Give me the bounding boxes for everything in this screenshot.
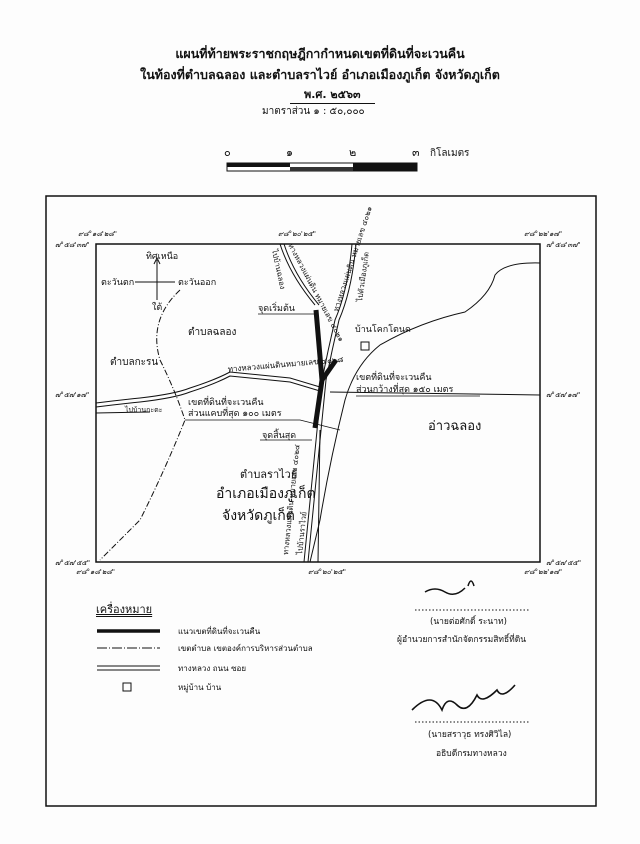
village-marker [360,341,370,351]
lon-mid-top: ๙๘°๒๐'๒๕" [278,230,316,238]
scale-tick-1: ๑ [286,146,293,159]
scale-bar: ๐ ๑ ๒ ๓ กิโลเมตร [224,146,470,172]
title-line2: ในท้องที่ตำบลฉลอง และตำบลราไวย์ อำเภอเมื… [140,67,500,82]
expropriation-boundary [312,309,339,429]
label-bay: อ่าวฉลอง [428,419,481,434]
legend-item-3: ทางหลวง ถนน ซอย [178,664,247,673]
label-to-kata: ไปบ้านกะตะ [124,405,163,414]
outer-frame [45,195,597,807]
lat-bottom-left: ๗°๕๗'๕๕" [55,559,90,567]
lon-right-top: ๙๘°๒๒'๑๗" [524,230,562,238]
signer-2-name: (นายสราวุธ ทรงศิวิไล) [428,730,512,740]
legend-item-1: แนวเขตที่ดินที่จะเวนคืน [178,627,261,636]
label-wide-2: ส่วนกว้างที่สุด ๑๕๐ เมตร [356,382,454,395]
label-district: อำเภอเมืองภูเก็ต [216,484,316,502]
compass-south: ใต้ [152,302,162,313]
scale-text: มาตราส่วน ๑ : ๕๐,๐๐๐ [262,106,365,117]
compass [135,256,175,300]
lon-right-bottom: ๙๘°๒๒'๑๗" [524,568,562,576]
lat-top-right: ๗°๕๘'๓๗" [546,241,581,249]
lon-mid-bottom: ๙๘°๒๐'๒๕" [308,568,346,576]
scale-unit: กิโลเมตร [430,146,470,159]
coastline [309,262,541,563]
signer-2-position: อธิบดีกรมทางหลวง [436,749,507,759]
roads [95,243,541,563]
label-wide-1: เขตที่ดินที่จะเวนคืน [356,370,432,383]
lon-left-bottom: ๙๘°๑๘'๒๘" [76,568,115,576]
lat-bottom-right: ๗°๕๗'๕๕" [546,559,581,567]
legend-item-2: เขตตำบล เขตองค์การบริหารส่วนตำบล [178,644,313,653]
legend-title: เครื่องหมาย [96,603,153,616]
label-end: จุดสิ้นสุด [262,428,296,441]
label-to-chalong: ไปบ้านฉลอง [270,248,288,291]
label-karon: ตำบลกะรน [110,357,158,368]
signature-2 [411,684,516,713]
signer-1-position: ผู้อำนวยการสำนักจัดกรรมสิทธิ์ที่ดิน [397,635,527,645]
label-start: จุดเริ่มต้น [258,301,295,314]
lat-top-left: ๗°๕๘'๓๗" [55,241,90,249]
signature-1 [424,580,475,595]
lat-mid-left: ๗°๕๗'๑๗" [55,391,89,399]
label-narrow-1: เขตที่ดินที่จะเวนคืน [188,395,264,408]
compass-east: ตะวันออก [178,278,216,288]
label-chalong: ตำบลฉลอง [188,327,237,338]
signer-1-name: (นายต่อศักดิ์ ระนาท) [430,617,507,627]
compass-north: ทิศเหนือ [146,251,178,262]
label-village: บ้านโคกโตนด [355,324,411,335]
scale-tick-3: ๓ [412,146,420,159]
legend-item-4: หมู่บ้าน บ้าน [178,683,222,692]
lat-mid-right: ๗°๕๗'๑๗" [546,391,580,399]
scale-tick-2: ๒ [349,146,356,159]
legend-square [122,682,132,692]
label-narrow-2: ส่วนแคบที่สุด ๑๐๐ เมตร [188,406,282,419]
label-rawai: ตำบลราไวย์ [240,468,297,481]
title-line1: แผนที่ท้ายพระราชกฤษฎีกากำหนดเขตที่ดินที่… [175,46,465,61]
label-province: จังหวัดภูเก็ต [222,506,295,524]
lon-left-top: ๙๘°๑๘'๒๘" [78,230,117,238]
scale-tick-0: ๐ [224,146,231,159]
subdistrict-boundary [99,289,186,561]
year: พ.ศ. ๒๕๖๓ [290,85,375,104]
compass-west: ตะวันตก [101,278,134,288]
